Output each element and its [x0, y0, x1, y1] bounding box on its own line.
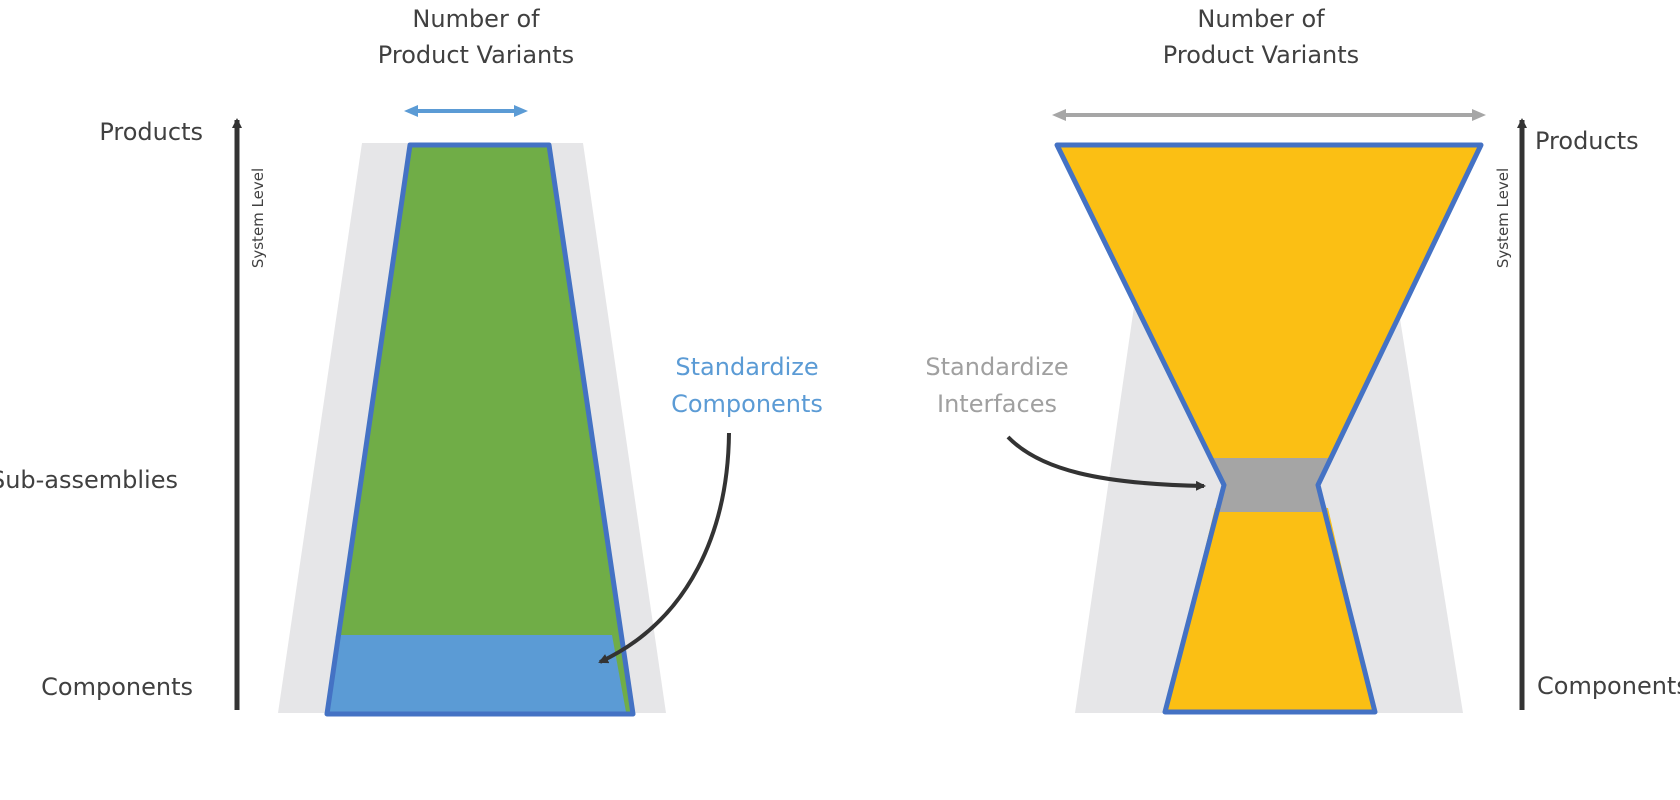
right-bottom-yellow-trapezoid [1165, 508, 1375, 712]
left-annotation-arrow [598, 432, 731, 664]
left-level-products: Products [99, 118, 203, 146]
right-level-products: Products [1535, 127, 1639, 155]
left-level-subassemblies: Sub-assemblies [0, 466, 178, 494]
left-annotation-line2: Components [671, 390, 823, 418]
right-annotation-arrow [1006, 435, 1206, 491]
right-annotation-line2: Interfaces [937, 390, 1057, 418]
right-header-line2: Product Variants [1163, 41, 1359, 69]
left-standard-components-band [328, 635, 626, 712]
left-header-line2: Product Variants [378, 41, 574, 69]
right-level-components: Components [1537, 672, 1680, 700]
left-diagram: Number of Product Variants System Level … [0, 5, 823, 717]
left-green-trapezoid [327, 145, 633, 714]
right-diagram: Number of Product Variants System Level … [925, 5, 1680, 715]
right-top-yellow-trapezoid [1057, 145, 1481, 460]
right-axis-label: System Level [1494, 168, 1512, 268]
left-annotation-line1: Standardize [675, 353, 818, 381]
left-trapezoid-outline [324, 142, 636, 717]
right-hourglass-outline [1054, 142, 1484, 715]
right-annotation-line1: Standardize [925, 353, 1068, 381]
left-header-line1: Number of [412, 5, 540, 33]
right-header-line1: Number of [1197, 5, 1325, 33]
right-standard-interfaces-band [1213, 458, 1329, 512]
left-level-components: Components [41, 673, 193, 701]
left-axis-label: System Level [249, 168, 267, 268]
